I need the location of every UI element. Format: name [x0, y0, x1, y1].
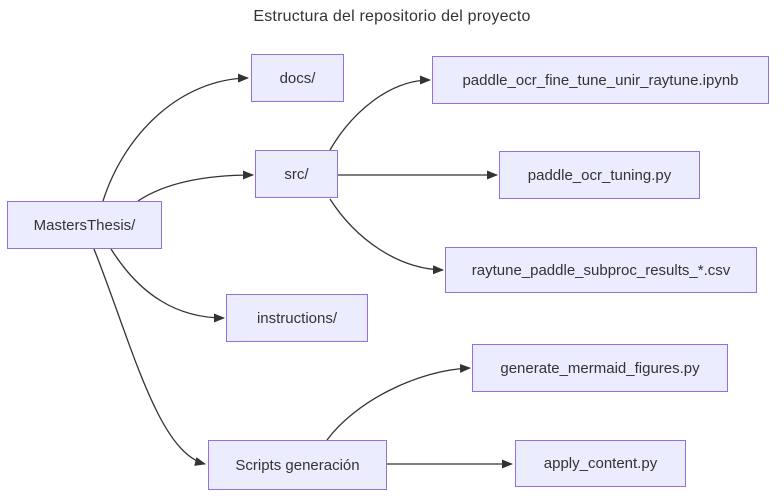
edge-src-to-csv [329, 198, 444, 275]
node-apply-content-py: apply_content.py [515, 440, 686, 487]
node-src-label: src/ [284, 165, 309, 183]
node-paddle-ocr-fine-tune-notebook: paddle_ocr_fine_tune_unir_raytune.ipynb [432, 56, 769, 104]
node-instructions: instructions/ [226, 294, 368, 342]
node-docs-label: docs/ [279, 69, 316, 87]
node-apply-content-py-label: apply_content.py [543, 455, 658, 472]
edge-root-to-docs [102, 73, 249, 202]
edge-root-to-src [137, 170, 254, 202]
node-generate-mermaid-figures-py: generate_mermaid_figures.py [472, 344, 728, 392]
node-masters-thesis-label: MastersThesis/ [33, 216, 136, 234]
edge-root-to-scripts [93, 248, 206, 466]
node-raytune-results-csv-label: raytune_paddle_subproc_results_*.csv [471, 261, 731, 279]
node-docs: docs/ [251, 54, 344, 102]
node-src: src/ [255, 150, 338, 198]
edge-scripts-to-generate [326, 363, 471, 441]
node-scripts-generacion: Scripts generación [208, 440, 387, 490]
node-masters-thesis: MastersThesis/ [7, 201, 162, 249]
diagram-title: Estructura del repositorio del proyecto [253, 8, 531, 25]
edge-root-to-instructions [110, 248, 225, 323]
edge-src-to-ipynb [329, 75, 431, 151]
node-generate-mermaid-figures-py-label: generate_mermaid_figures.py [500, 359, 700, 377]
node-scripts-generacion-label: Scripts generación [235, 456, 360, 474]
node-paddle-ocr-fine-tune-notebook-label: paddle_ocr_fine_tune_unir_raytune.ipynb [462, 71, 739, 89]
node-instructions-label: instructions/ [256, 309, 338, 327]
node-paddle-ocr-tuning-py: paddle_ocr_tuning.py [499, 151, 700, 199]
node-raytune-results-csv: raytune_paddle_subproc_results_*.csv [445, 247, 757, 293]
node-paddle-ocr-tuning-py-label: paddle_ocr_tuning.py [527, 166, 672, 184]
